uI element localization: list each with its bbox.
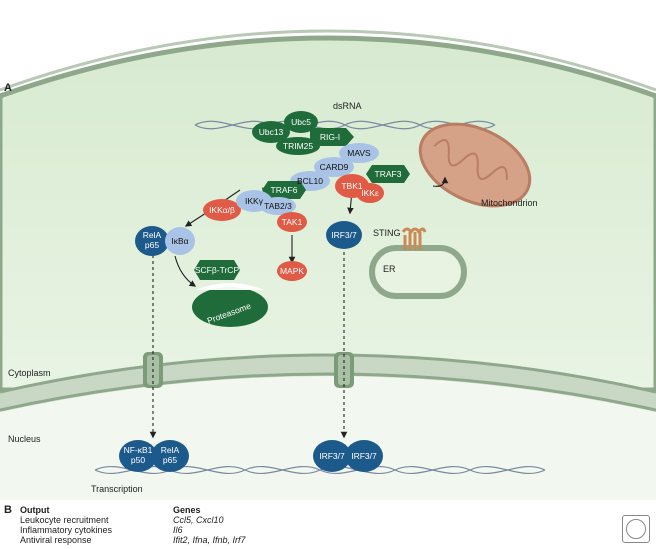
txt-rela-nuc-1: RelA — [161, 445, 180, 455]
nucleus-label: Nucleus — [8, 434, 41, 444]
txt-rela-nuc-2: p65 — [163, 455, 177, 465]
node-ikkab — [203, 199, 241, 221]
node-irf37-nuc-b — [345, 440, 383, 472]
node-rigi — [310, 128, 354, 146]
node-irf37-cyto — [326, 221, 362, 249]
nuclear-pore-2 — [334, 352, 354, 388]
txt-rela-p65-1: RelA — [143, 230, 162, 240]
output-header: Output — [20, 505, 50, 515]
txt-trim25: TRIM25 — [283, 141, 314, 151]
node-mavs — [339, 143, 379, 163]
node-ubc5 — [284, 111, 318, 133]
node-tab23 — [260, 197, 296, 215]
txt-ikke: IKKε — [361, 188, 379, 198]
output-column: Output Leukocyte recruitment Inflammator… — [20, 505, 112, 545]
txt-rigi: RIG-I — [320, 132, 340, 142]
cshperspectives-logo-icon — [622, 515, 650, 543]
txt-ikba: IκBα — [171, 236, 188, 246]
txt-traf6: TRAF6 — [271, 185, 298, 195]
mitochondrion-label: Mitochondrion — [481, 198, 538, 208]
genes-row-2: Il6 — [173, 525, 183, 535]
node-ikke — [356, 183, 384, 203]
transcription-label: Transcription — [91, 484, 143, 494]
txt-card9: CARD9 — [320, 162, 349, 172]
genes-column: Genes Ccl5, Cxcl10 Il6 Ifit2, Ifna, Ifnb… — [173, 505, 246, 545]
genes-row-1: Ccl5, Cxcl10 — [173, 515, 224, 525]
txt-ubc5: Ubc5 — [291, 117, 311, 127]
txt-rela-p65-2: p65 — [145, 240, 159, 250]
node-trim25 — [276, 137, 320, 155]
txt-irf37-nuc-a: IRF3/7 — [319, 451, 345, 461]
node-scf — [194, 260, 240, 280]
node-irf37-nuc-a — [313, 440, 351, 472]
txt-tak1: TAK1 — [282, 217, 303, 227]
node-mapk — [277, 261, 307, 281]
cell-membrane — [0, 35, 656, 393]
node-ubc13 — [252, 121, 290, 143]
txt-mapk: MAPK — [280, 266, 304, 276]
txt-tab23: TAB2/3 — [264, 201, 292, 211]
txt-ubc13: Ubc13 — [259, 127, 284, 137]
txt-ikkg: IKKγ — [245, 196, 264, 206]
txt-tbk1: TBK1 — [341, 181, 363, 191]
output-row-3: Antiviral response — [20, 535, 92, 545]
sting-label: STING — [373, 228, 401, 238]
node-traf6 — [262, 181, 306, 199]
node-traf3 — [366, 165, 410, 183]
endoplasmic-reticulum — [369, 245, 467, 299]
node-rela-p65-nuc — [151, 440, 189, 472]
panel-a-label: A — [4, 82, 12, 94]
node-rela-p65 — [135, 226, 169, 256]
genes-row-3: Ifit2, Ifna, Ifnb, Irf7 — [173, 535, 246, 545]
txt-scf: SCFβ-TrCP — [195, 265, 240, 275]
mitochondrion — [418, 122, 532, 208]
output-row-1: Leukocyte recruitment — [20, 515, 109, 525]
output-row-2: Inflammatory cytokines — [20, 525, 113, 535]
dsrna-label: dsRNA — [333, 101, 362, 111]
txt-mavs: MAVS — [347, 148, 371, 158]
panel-b-label: B — [4, 504, 12, 516]
txt-bcl10: BCL10 — [297, 176, 323, 186]
txt-ikkab: IKKα/β — [209, 205, 235, 215]
sting-protein — [401, 227, 427, 250]
txt-irf37-nuc-b: IRF3/7 — [351, 451, 377, 461]
node-ikba — [165, 227, 195, 255]
txt-traf3: TRAF3 — [375, 169, 402, 179]
cytoplasm-label: Cytoplasm — [8, 368, 51, 378]
node-proteasome — [192, 287, 268, 327]
node-card9 — [314, 157, 354, 177]
node-tak1 — [277, 212, 307, 232]
node-nfkb1-p50 — [119, 440, 157, 472]
txt-nfkb1: NF-κB1 — [124, 445, 153, 455]
txt-p50: p50 — [131, 455, 145, 465]
er-label: ER — [383, 264, 396, 274]
txt-irf37-cyto: IRF3/7 — [331, 230, 357, 240]
genes-header: Genes — [173, 505, 201, 515]
